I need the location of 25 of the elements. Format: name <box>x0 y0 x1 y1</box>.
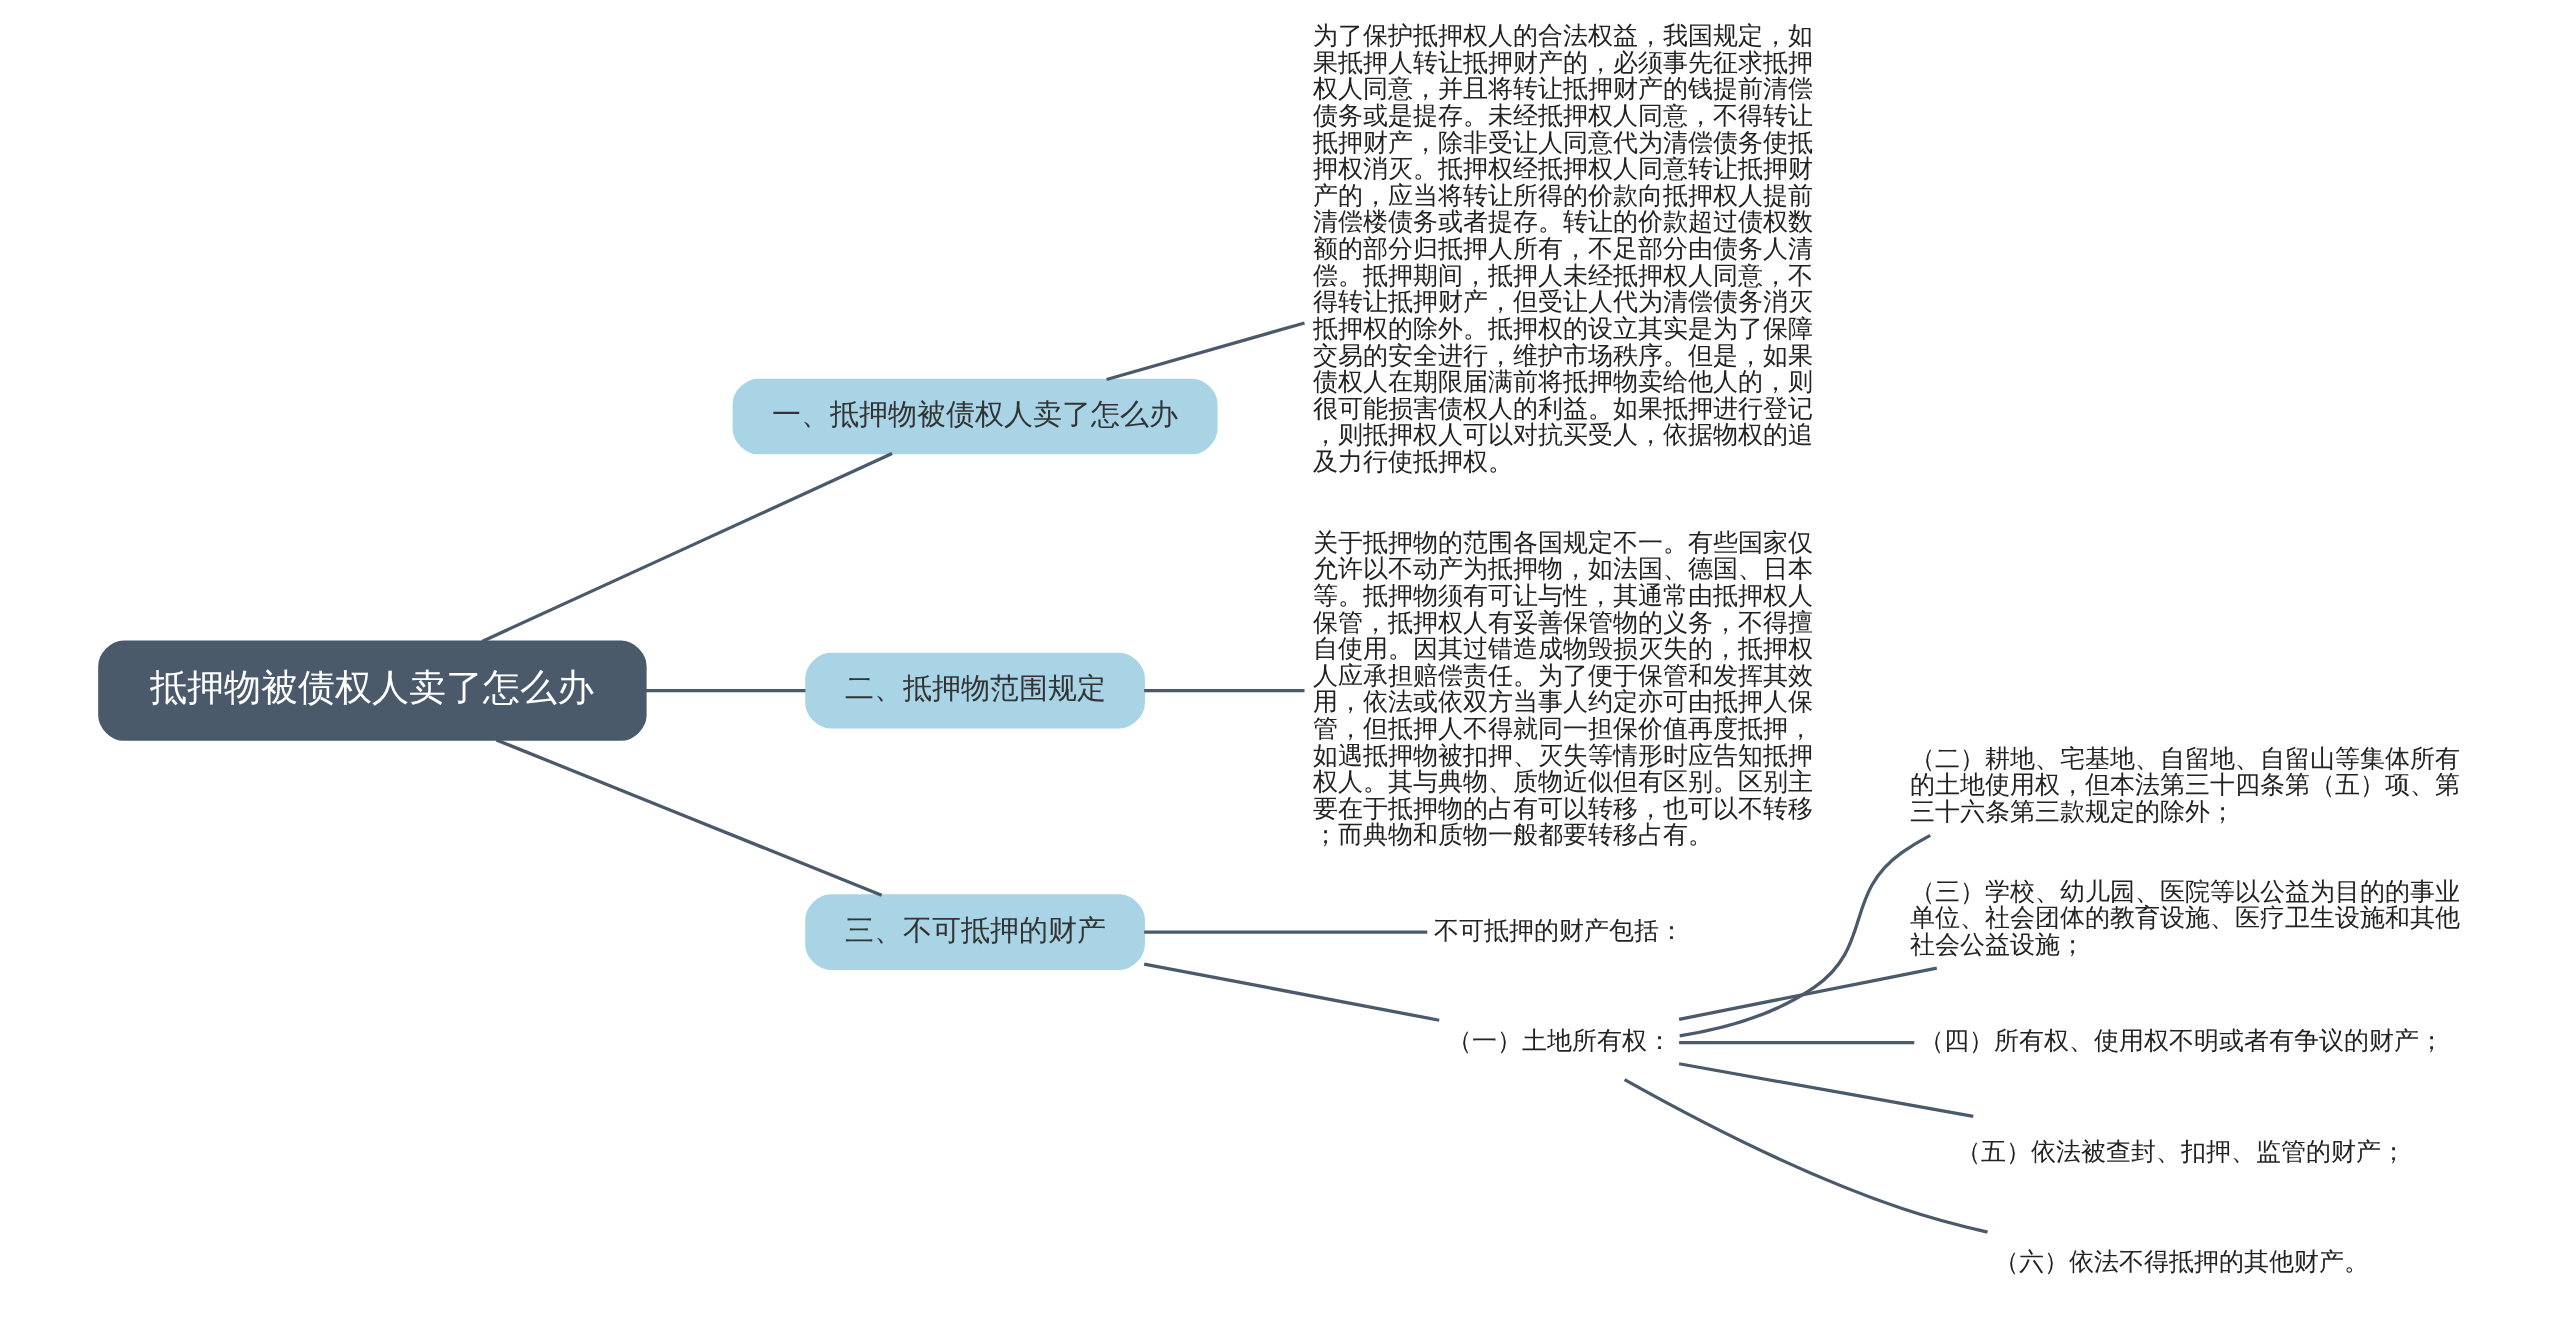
connector <box>1623 1078 1988 1234</box>
connector <box>1678 966 1938 1021</box>
node-text: （二）耕地、宅基地、自留地、自留山等集体所有的土地使用权，但本法第三十四条第（五）项、第三十六条第三款规定的除外； <box>1910 743 2461 826</box>
connector <box>495 738 883 897</box>
node-text: （三）学校、幼儿园、医院等以公益为目的的事业单位、社会团体的教育设施、医疗卫生设施和其他社会公益设施； <box>1910 876 2461 959</box>
connector <box>1679 1041 1915 1045</box>
node-box: 一、抵押物被债权人卖了怎么办 <box>732 378 1218 455</box>
node-box: 三、不可抵押的财产 <box>805 894 1145 971</box>
node-text: 为了保护抵押权人的合法权益，我国规定，如果抵押人转让抵押财产的，必须事先征求抵押权人同意，并且将转让抵押财产的钱提前清偿债务或是提存。未经抵押权人同意，不得转让抵押财产，除非受让人同意代为清偿债务使抵押权消灭。抵押权经抵押权人同意转让抵押财产的，应当将转让所得的价款向抵押权人提前清偿楼债务或者提存。转让的价款超过债权数额的部分归抵押人所有，不足部分由债务人清偿。抵押期间，抵押人未经抵押权人同意，不得转让抵押财产，但受让人代为清偿债务消灭抵押权的除外。抵押权的设立其实是为了保障交易的安全进行，维护市场秩序。但是，如果债权人在期限届满前将抵押物卖给他人的，则很可能损害债权人的利益。如果抵押进行登记，则抵押权人可以对抗买受人，依据物权的追及力行使抵押权。 <box>1312 21 1813 476</box>
node-box: 抵押物被债权人卖了怎么办 <box>98 640 647 741</box>
connector <box>1678 1062 1974 1118</box>
connector <box>1144 930 1428 934</box>
node-text: （一）土地所有权： <box>1446 1026 1672 1056</box>
node-text: （五）依法被查封、扣押、监管的财产； <box>1956 1136 2407 1166</box>
connector <box>1144 689 1305 693</box>
connector <box>1106 321 1305 382</box>
node-text: 关于抵押物的范围各国规定不一。有些国家仅允许以不动产为抵押物，如法国、德国、日本等。抵押物须有可让与性，其通常由抵押权人保管，抵押权人有妥善保管物的义务，不得擅自使用。因其过错造成物毁损灭失的，抵押权人应承担赔偿责任。为了便于保管和发挥其效用，依法或依双方当事人约定亦可由抵押人保管，但抵押人不得就同一担保价值再度抵押，如遇抵押物被扣押、灭失等情形时应告知抵押权人。其与典物、质物近似但有区别。区别主要在于抵押物的占有可以转移，也可以不转移；而典物和质物一般都要转移占有。 <box>1312 527 1813 850</box>
connector <box>645 689 806 693</box>
connector <box>1679 833 1931 1038</box>
node-text: 不可抵押的财产包括： <box>1434 915 1685 945</box>
node-box: 二、抵押物范围规定 <box>805 652 1145 729</box>
node-text: （四）所有权、使用权不明或者有争议的财产； <box>1918 1026 2444 1056</box>
node-text: （六）依法不得抵押的其他财产。 <box>1993 1247 2369 1277</box>
connector <box>481 452 893 643</box>
connector <box>1143 962 1440 1022</box>
